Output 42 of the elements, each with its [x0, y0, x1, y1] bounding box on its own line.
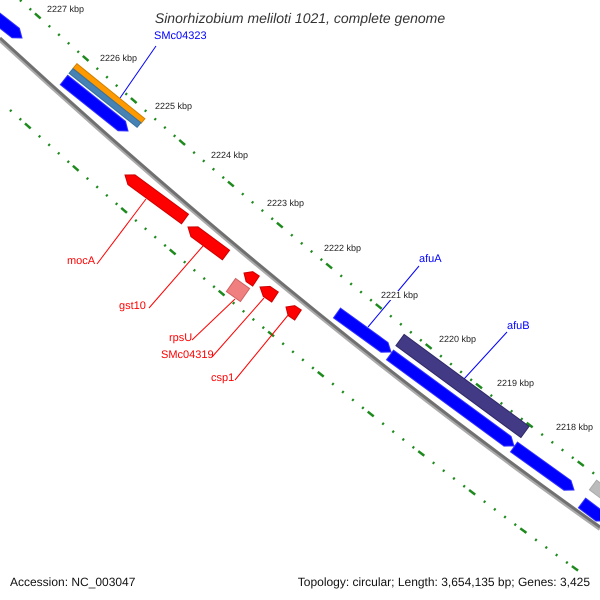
gene-label: mocA — [67, 256, 96, 267]
leader-line — [120, 46, 156, 98]
leader-line — [192, 298, 236, 340]
scale-label: 2220 kbp — [439, 335, 476, 344]
leader-line — [464, 332, 508, 380]
gene-block — [0, 10, 23, 39]
scale-label: 2227 kbp — [47, 5, 84, 14]
gene-label: SMc04323 — [154, 31, 207, 42]
footer-text: Topology: circular; Length: 3,654,135 bp; Genes: 3,425 — [298, 576, 590, 588]
gene-block — [259, 286, 279, 303]
scale-label: 2225 kbp — [155, 102, 192, 111]
gene-block — [243, 271, 260, 287]
gene-block — [578, 498, 600, 522]
leader-line — [212, 298, 264, 358]
gene-label: afuA — [419, 254, 442, 265]
gene-block — [386, 350, 515, 447]
scale-label: 2219 kbp — [497, 379, 534, 388]
leader-line — [368, 266, 420, 328]
gene-label: gst10 — [119, 301, 146, 312]
gene-block — [510, 441, 575, 491]
gene-label: afuB — [507, 321, 530, 332]
gene-block — [60, 74, 129, 132]
gene-bar — [588, 480, 600, 500]
scale-label: 2218 kbp — [556, 423, 594, 432]
footer-text: Accession: NC_003047 — [10, 576, 136, 588]
leader-line — [96, 198, 146, 264]
scale-label: 2224 kbp — [211, 151, 248, 160]
leader-line — [148, 246, 204, 308]
scale-label: 2223 kbp — [267, 199, 304, 208]
chart-title: Sinorhizobium meliloti 1021, complete genome — [154, 11, 446, 25]
scale-label: 2222 kbp — [324, 244, 362, 253]
gene-label: csp1 — [211, 373, 234, 384]
scale-label: 2221 kbp — [381, 291, 418, 300]
gene-label: rpsU — [169, 333, 192, 344]
gene-block — [124, 174, 190, 224]
scale-label: 2226 kbp — [100, 54, 138, 63]
gene-label: SMc04319 — [161, 350, 214, 361]
gene-bar — [226, 278, 250, 302]
gene-block — [332, 307, 392, 353]
gene-block — [285, 305, 302, 321]
gene-block — [187, 226, 230, 260]
leader-line — [234, 314, 290, 380]
